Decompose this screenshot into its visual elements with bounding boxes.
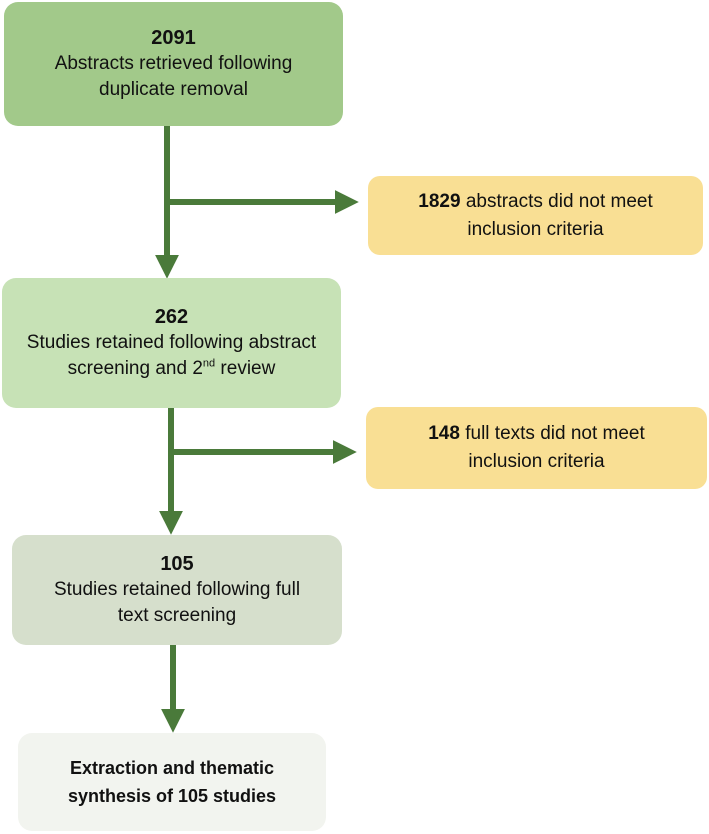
stage-abstracts-retrieved: 2091 Abstracts retrieved following dupli…: [4, 2, 343, 126]
stage-description: Studies retained following abstract scre…: [17, 330, 327, 382]
stage-count: 262: [154, 306, 189, 328]
exclusion-count: 1829: [418, 190, 461, 212]
stage-count: 2091: [151, 27, 196, 49]
exclusion-description: abstracts did not meet inclusion criteri…: [465, 190, 653, 240]
ordinal-superscript: nd: [202, 357, 216, 370]
stage-description: Studies retained following full text scr…: [53, 579, 301, 626]
exclusion-full-texts: 148 full texts did not meet inclusion cr…: [366, 407, 707, 489]
stage-description-end: review: [215, 358, 276, 379]
stage-description-main: Studies retained following abstract scre…: [26, 332, 317, 379]
exclusion-text: 1829 abstracts did not meet inclusion cr…: [396, 188, 676, 244]
exclusion-abstracts: 1829 abstracts did not meet inclusion cr…: [368, 176, 703, 255]
exclusion-description: full texts did not meet inclusion criter…: [465, 423, 645, 472]
stage-description: Extraction and thematic synthesis of 105…: [67, 758, 277, 806]
exclusion-count: 148: [428, 423, 460, 444]
stage-full-text-screening: 105 Studies retained following full text…: [12, 535, 342, 645]
stage-description: Abstracts retrieved following duplicate …: [54, 53, 293, 100]
stage-abstract-screening: 262 Studies retained following abstract …: [2, 278, 341, 408]
stage-extraction-synthesis: Extraction and thematic synthesis of 105…: [18, 733, 326, 831]
stage-count: 105: [160, 553, 194, 575]
exclusion-text: 148 full texts did not meet inclusion cr…: [407, 420, 667, 476]
